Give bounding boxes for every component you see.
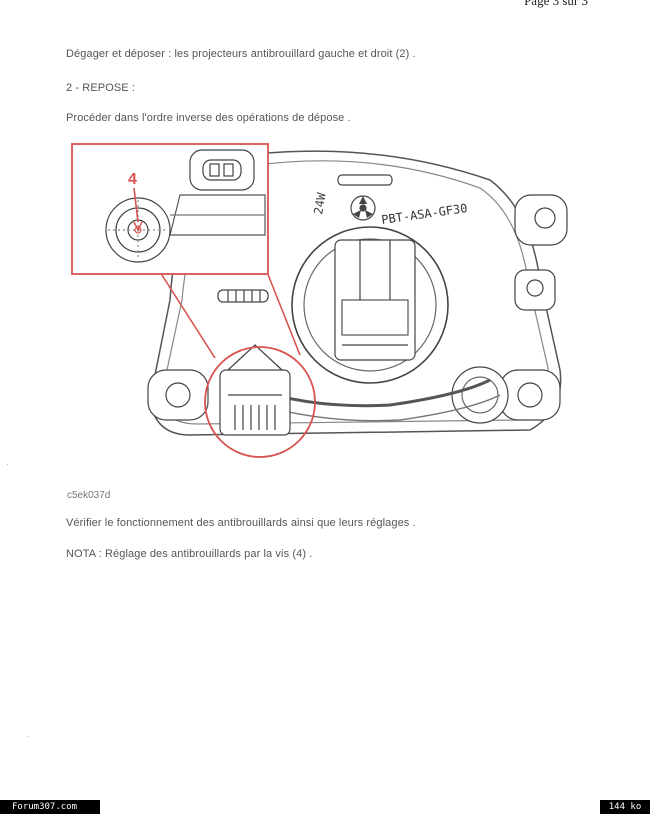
- instruction-remove: Dégager et déposer : les projecteurs ant…: [66, 48, 416, 60]
- top-right-mounting-ear: [514, 194, 568, 246]
- file-size-badge: 144 ko: [600, 800, 650, 814]
- instruction-verify: Vérifier le fonctionnement des antibroui…: [66, 517, 416, 529]
- forum-watermark: Forum307.com: [0, 800, 100, 814]
- voltage-marking: 24W: [311, 191, 329, 216]
- detail-inset: 4: [71, 143, 269, 275]
- section-heading-repose: 2 - REPOSE :: [66, 82, 136, 94]
- round-adjuster: [451, 366, 509, 424]
- fog-lamp-diagram: 24W PBT-ASA-GF30: [60, 140, 580, 470]
- page-number: Page 3 sur 3: [524, 0, 588, 8]
- callout-leader-right: [266, 271, 301, 356]
- callout-circle: [204, 346, 316, 458]
- material-marking: PBT-ASA-GF30: [380, 201, 468, 227]
- right-side-ear: [514, 269, 556, 311]
- right-mounting-ear: [499, 369, 561, 421]
- callout-leader-left: [159, 271, 216, 359]
- scan-speck: ·: [26, 732, 29, 741]
- bulb-connector: [334, 239, 416, 361]
- ribbed-clip: [217, 289, 269, 303]
- bulb-ring-inner: [303, 238, 437, 372]
- instruction-reverse-order: Procéder dans l'ordre inverse des opérat…: [66, 112, 351, 124]
- note-adjustment: NOTA : Réglage des antibrouillards par l…: [66, 548, 313, 560]
- callout-number: 4: [128, 171, 137, 188]
- left-mounting-ear: [147, 369, 209, 421]
- adjustment-screw-main: [219, 344, 291, 436]
- scan-speck: ·: [6, 460, 9, 469]
- figure-caption: c5ek037d: [67, 490, 111, 501]
- watermark-bar: Forum307.com 144 ko: [0, 800, 650, 814]
- lamp-logo-emblem: [350, 195, 376, 221]
- bulb-ring-outer: [291, 226, 449, 384]
